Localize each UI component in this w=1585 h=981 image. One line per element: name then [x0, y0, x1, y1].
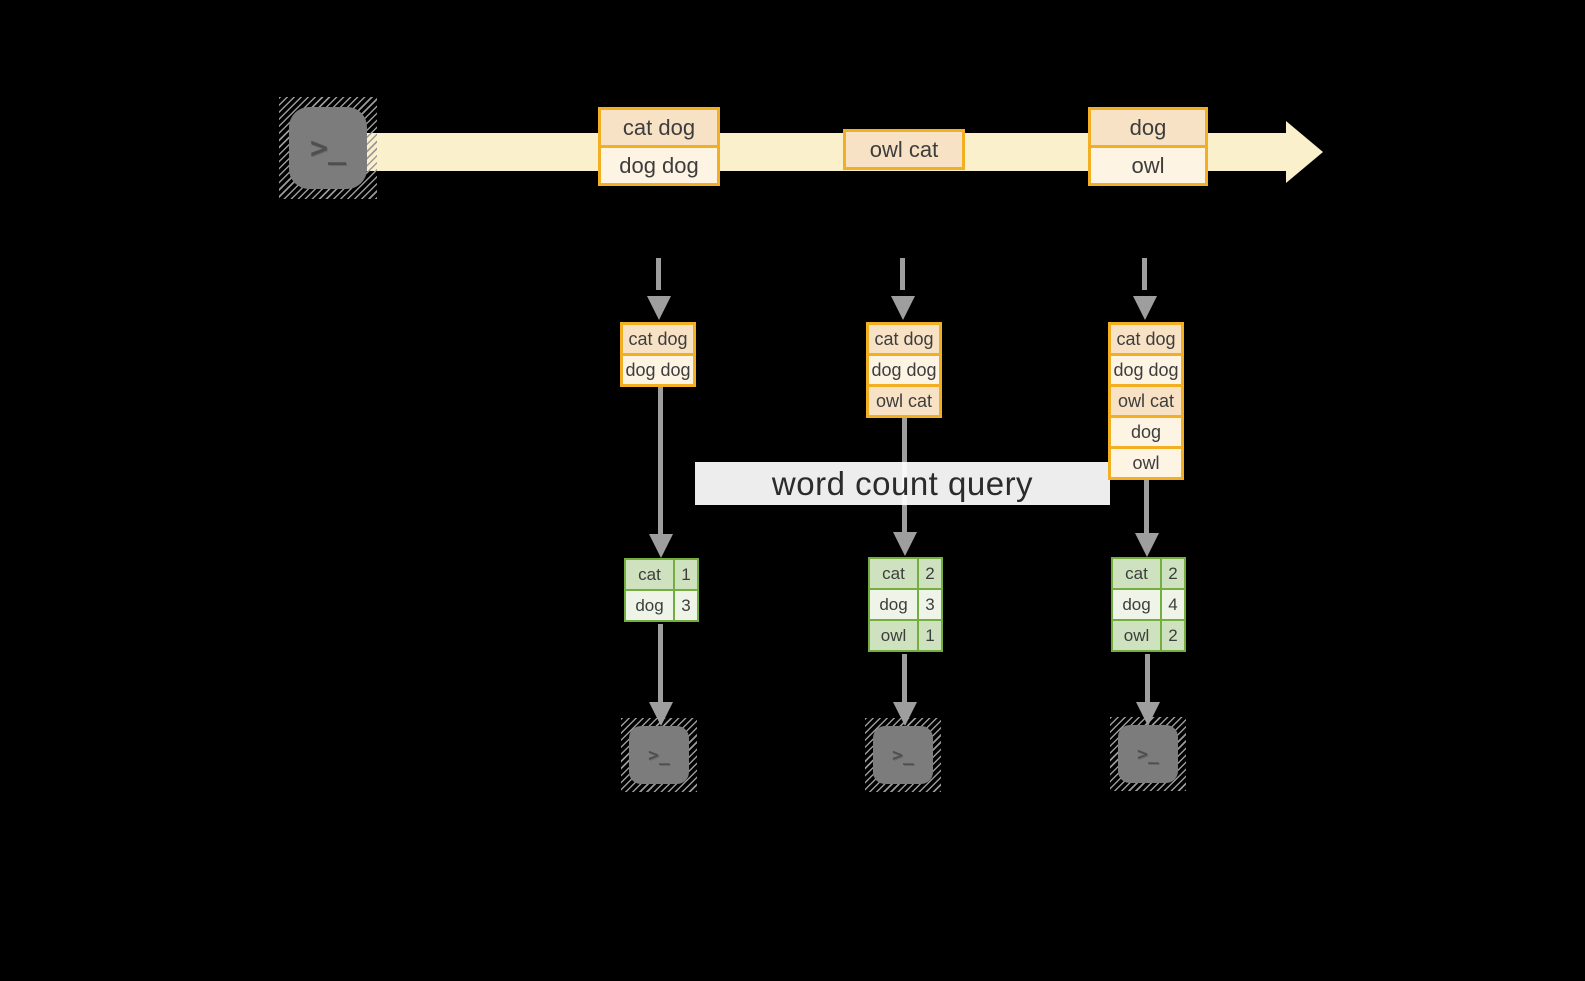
query-label-band: word count query	[695, 462, 1110, 505]
count-word: cat	[1113, 559, 1160, 588]
state-row: cat dog	[1108, 322, 1184, 356]
stream-record: owl	[1088, 145, 1208, 186]
count-value: 2	[1162, 559, 1184, 588]
state-row: owl	[1108, 446, 1184, 480]
count-word: dog	[626, 591, 673, 620]
state-row: cat dog	[866, 322, 942, 356]
state-row: dog	[1108, 415, 1184, 449]
count-value: 1	[919, 621, 941, 650]
count-value: 3	[675, 591, 697, 620]
state-stack-3: cat dog dog dog owl cat dog owl	[1108, 322, 1184, 480]
count-word: dog	[1113, 590, 1160, 619]
count-value: 2	[919, 559, 941, 588]
count-word: dog	[870, 590, 917, 619]
count-row: dog 4	[1113, 590, 1184, 619]
count-table-1: cat 1 dog 3	[624, 558, 699, 622]
state-row: dog dog	[620, 353, 696, 387]
count-value: 1	[675, 560, 697, 589]
sink-terminal-icon: >_	[1110, 717, 1186, 791]
stream-batch-1: cat dog dog dog	[598, 107, 720, 186]
count-row: cat 2	[870, 559, 941, 588]
count-table-2: cat 2 dog 3 owl 1	[868, 557, 943, 652]
count-word: owl	[870, 621, 917, 650]
sink-terminal-icon: >_	[865, 718, 941, 792]
dashed-arrow	[891, 258, 915, 320]
dashed-arrow	[647, 258, 671, 320]
state-stack-1: cat dog dog dog	[620, 322, 696, 387]
dashed-arrow	[1133, 258, 1157, 320]
query-label: word count query	[771, 464, 1034, 502]
stream-record: owl cat	[843, 129, 965, 170]
count-value: 3	[919, 590, 941, 619]
count-value: 2	[1162, 621, 1184, 650]
stream-arrowhead-icon	[1286, 121, 1323, 183]
terminal-body: >_	[289, 107, 367, 189]
count-row: dog 3	[626, 591, 697, 620]
state-row: dog dog	[1108, 353, 1184, 387]
stream-record: dog dog	[598, 145, 720, 186]
state-row: owl cat	[866, 384, 942, 418]
source-terminal-icon: >_	[279, 97, 377, 199]
count-word: cat	[870, 559, 917, 588]
solid-arrow	[649, 624, 673, 726]
terminal-body: >_	[1118, 725, 1178, 783]
solid-arrow	[1135, 479, 1159, 557]
solid-arrow	[1136, 654, 1160, 726]
count-row: cat 1	[626, 560, 697, 589]
prompt-glyph: >_	[309, 130, 347, 166]
stream-record: dog	[1088, 107, 1208, 148]
count-word: owl	[1113, 621, 1160, 650]
count-value: 4	[1162, 590, 1184, 619]
count-row: cat 2	[1113, 559, 1184, 588]
sink-terminal-icon: >_	[621, 718, 697, 792]
count-row: owl 2	[1113, 621, 1184, 650]
state-row: dog dog	[866, 353, 942, 387]
stream-batch-3: dog owl	[1088, 107, 1208, 186]
count-row: dog 3	[870, 590, 941, 619]
solid-arrow	[649, 386, 673, 558]
terminal-body: >_	[873, 726, 933, 784]
state-row: cat dog	[620, 322, 696, 356]
prompt-glyph: >_	[892, 744, 914, 766]
count-table-3: cat 2 dog 4 owl 2	[1111, 557, 1186, 652]
prompt-glyph: >_	[1137, 743, 1159, 765]
prompt-glyph: >_	[648, 744, 670, 766]
stream-batch-2: owl cat	[843, 129, 965, 170]
terminal-body: >_	[629, 726, 689, 784]
state-stack-2: cat dog dog dog owl cat	[866, 322, 942, 418]
state-row: owl cat	[1108, 384, 1184, 418]
count-row: owl 1	[870, 621, 941, 650]
solid-arrow	[893, 654, 917, 726]
stream-record: cat dog	[598, 107, 720, 148]
count-word: cat	[626, 560, 673, 589]
